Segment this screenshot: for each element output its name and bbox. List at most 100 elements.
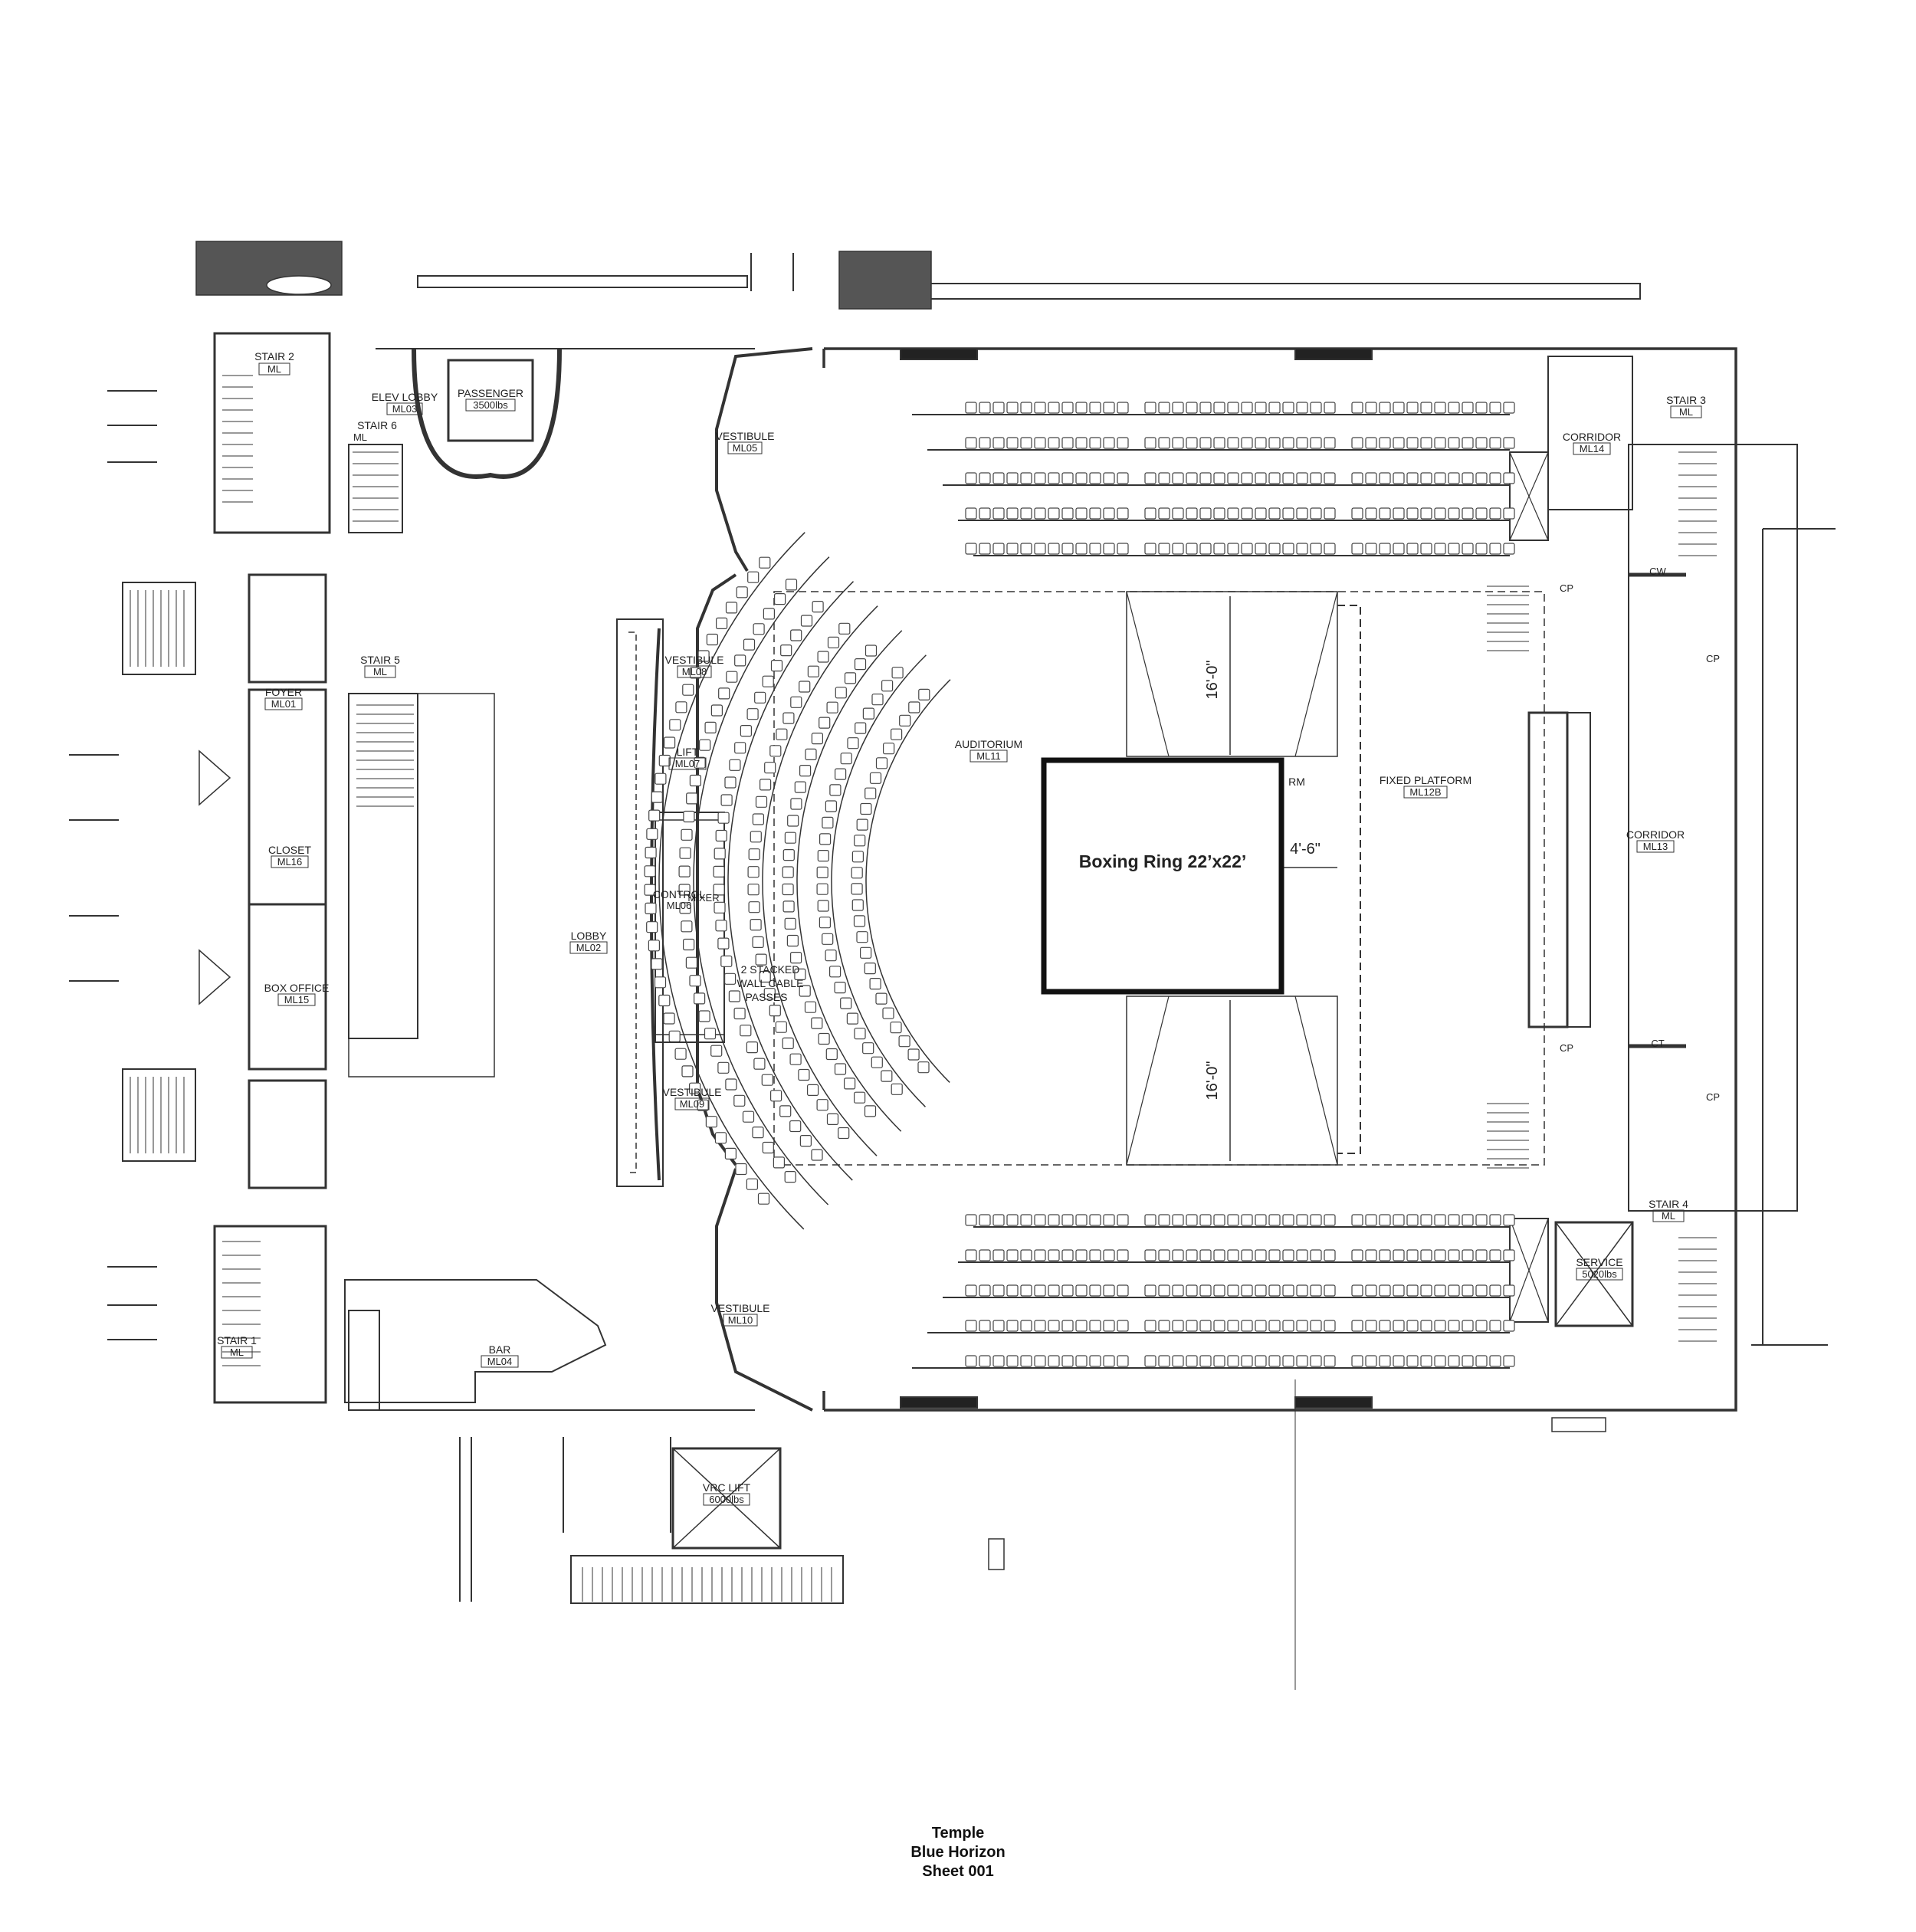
seat <box>1144 472 1156 484</box>
seat <box>1393 507 1405 520</box>
seat <box>1324 437 1336 449</box>
seat <box>1034 437 1046 449</box>
seat <box>1282 437 1294 449</box>
seat <box>681 1065 694 1078</box>
seat <box>1227 543 1239 555</box>
seat <box>1048 507 1060 520</box>
seat <box>1241 1320 1253 1332</box>
seat <box>855 722 867 734</box>
seat <box>720 794 733 806</box>
seat <box>734 654 746 667</box>
boxing-ring-label: Boxing Ring 22’x22’ <box>1079 851 1247 871</box>
seat <box>1006 1249 1019 1261</box>
seat <box>1351 472 1363 484</box>
plan-line <box>1509 451 1549 541</box>
seat <box>965 1214 977 1226</box>
seat <box>864 962 876 975</box>
dark-block-detail <box>266 275 332 295</box>
seat <box>780 644 792 657</box>
stair5-label: STAIR 5 <box>360 654 400 666</box>
seat <box>1144 437 1156 449</box>
seat <box>1172 507 1184 520</box>
boxing-ring[interactable] <box>1041 757 1284 995</box>
title-block: Temple Blue Horizon Sheet 001 <box>843 1824 1073 1881</box>
seat <box>1489 1355 1501 1367</box>
seat <box>1006 507 1019 520</box>
title-line-3: Sheet 001 <box>922 1863 994 1880</box>
seat <box>1434 1214 1446 1226</box>
seat <box>965 1249 977 1261</box>
seat <box>720 955 733 967</box>
seat <box>1020 1320 1032 1332</box>
seat <box>882 1007 894 1019</box>
seat <box>1489 1214 1501 1226</box>
plan-line <box>1294 591 1338 757</box>
cp-note-2: CP <box>1706 653 1720 664</box>
entrance-steps <box>122 1068 196 1162</box>
seat <box>1186 1214 1198 1226</box>
seat <box>759 556 771 569</box>
seat <box>683 810 695 823</box>
seat <box>1351 1320 1363 1332</box>
seat <box>1379 507 1391 520</box>
seat <box>1475 1355 1488 1367</box>
seat <box>1034 543 1046 555</box>
auditorium-code: ML11 <box>976 750 1001 762</box>
seat <box>854 835 866 847</box>
seat <box>714 848 726 860</box>
seat <box>1268 507 1281 520</box>
loading-dock <box>570 1555 844 1604</box>
seat <box>1393 402 1405 414</box>
seat <box>1365 437 1377 449</box>
seat <box>817 849 829 862</box>
seat <box>1241 507 1253 520</box>
stair3-label: STAIR 3 <box>1666 394 1706 406</box>
seat <box>1020 1355 1032 1367</box>
seat <box>817 900 829 912</box>
seat <box>979 1320 991 1332</box>
seat <box>752 813 765 825</box>
vestibule08-label: VESTIBULE <box>664 654 723 666</box>
box-office <box>248 903 327 1071</box>
vestibule10-code: ML10 <box>728 1314 753 1326</box>
seat <box>1020 402 1032 414</box>
seat <box>1448 1355 1460 1367</box>
seat <box>1117 1249 1129 1261</box>
seat <box>1448 1320 1460 1332</box>
lift-code: ML07 <box>675 758 700 769</box>
seat <box>1048 437 1060 449</box>
seat <box>782 866 794 878</box>
seat <box>734 742 746 754</box>
seat <box>854 1028 866 1040</box>
seat <box>1448 507 1460 520</box>
seat <box>817 651 829 663</box>
seat <box>807 665 820 677</box>
platform-partial-label: RM <box>1288 776 1305 788</box>
lobby-code: ML02 <box>576 942 602 953</box>
seat <box>1503 543 1515 555</box>
seat <box>1406 1214 1419 1226</box>
seat <box>1089 1320 1101 1332</box>
seat <box>871 1056 883 1068</box>
seat <box>907 1048 920 1061</box>
vrc-lift-code: 6000lbs <box>709 1494 744 1505</box>
seat <box>1324 1214 1336 1226</box>
seat <box>785 579 798 591</box>
seat <box>992 1214 1005 1226</box>
seat <box>747 884 760 896</box>
corridor-wall <box>1527 711 1569 1028</box>
seat <box>1117 1284 1129 1297</box>
seat <box>733 1094 746 1107</box>
bar-label: BAR <box>489 1343 511 1356</box>
seat <box>1268 402 1281 414</box>
seat <box>917 1061 930 1074</box>
seat <box>1117 472 1129 484</box>
seat <box>979 402 991 414</box>
seat <box>1020 507 1032 520</box>
entry-arrow <box>198 750 231 806</box>
seat <box>827 636 840 648</box>
corridor14-code: ML14 <box>1580 443 1605 454</box>
seat <box>881 1070 893 1082</box>
stair-6 <box>348 444 403 533</box>
seat <box>869 977 881 990</box>
